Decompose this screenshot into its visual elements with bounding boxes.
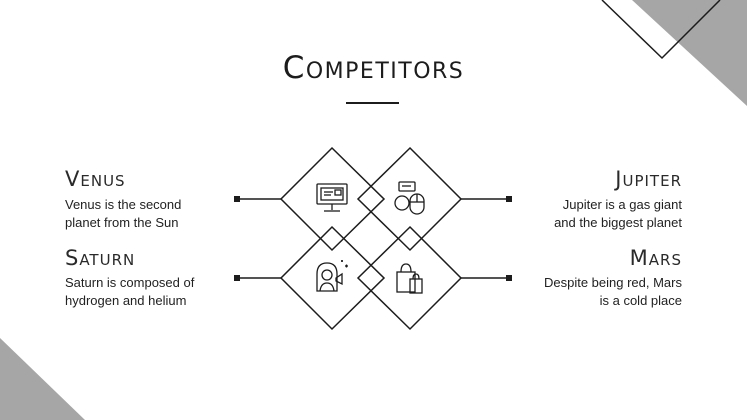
shopping-bags-icon (396, 263, 423, 294)
competitor-description-jupiter: Jupiter is a gas giant and the biggest p… (512, 196, 682, 232)
diamond-mars (356, 225, 463, 331)
description-line: is a cold place (599, 293, 682, 308)
slide-title: Competitors (282, 50, 465, 86)
connector-mars (460, 275, 512, 281)
competitor-name-jupiter: Jupiter (615, 167, 682, 191)
description-line: hydrogen and helium (65, 293, 187, 308)
competitor-name-saturn: Saturn (65, 246, 136, 270)
competitor-description-mars: Despite being red, Mars is a cold place (512, 274, 682, 310)
mouse-devices-icon (394, 181, 425, 215)
description-line: Despite being red, Mars (543, 275, 682, 290)
connector-saturn (234, 275, 282, 281)
diamond-venus (279, 146, 386, 252)
description-line: and the biggest planet (554, 215, 682, 230)
competitor-description-saturn: Saturn is composed of hydrogen and heliu… (65, 274, 235, 310)
description-line: Jupiter is a gas giant (562, 197, 682, 212)
description-line: planet from the Sun (65, 215, 179, 230)
competitor-name-venus: Venus (65, 167, 126, 191)
corner-triangle-bottom-left (0, 338, 85, 420)
corner-line-top-right (601, 0, 721, 60)
connector-venus (234, 196, 282, 202)
diamond-saturn (279, 225, 386, 331)
description-line: Venus is the second (65, 197, 182, 212)
influencer-megaphone-icon (316, 260, 348, 292)
competitor-description-venus: Venus is the second planet from the Sun (65, 196, 235, 232)
competitor-name-mars: Mars (629, 246, 682, 270)
corner-triangle-top-right (632, 0, 747, 106)
connector-jupiter (460, 196, 512, 202)
description-line: Saturn is composed of (65, 275, 195, 290)
title-underline (346, 102, 399, 104)
computer-screen-icon (316, 183, 348, 212)
diamond-jupiter (356, 146, 463, 252)
